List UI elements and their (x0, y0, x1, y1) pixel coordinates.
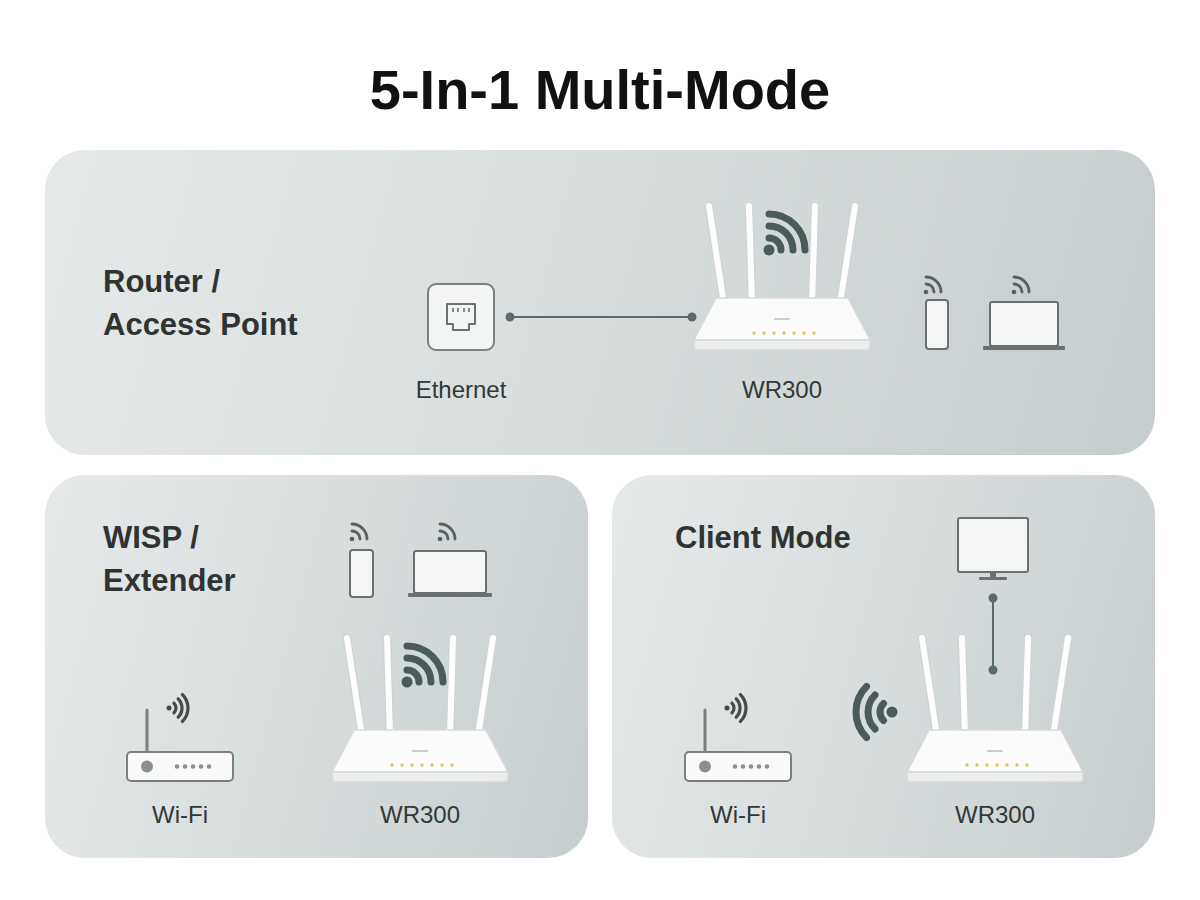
port-pins (453, 308, 469, 312)
wireless-link-signal (856, 687, 898, 738)
wifi-signal-small (1012, 277, 1029, 294)
phone-body (926, 300, 948, 349)
device-label: WR300 (310, 801, 530, 829)
cable-end (989, 594, 998, 603)
wifi-router-illustration (685, 695, 791, 781)
laptop-icon (408, 524, 492, 597)
monitor-neck (990, 572, 996, 578)
mode-panel: Client ModeWi-FiWR300 (612, 475, 1155, 858)
ethernet-port: Ethernet (412, 284, 510, 406)
router-illustration (332, 638, 508, 782)
laptop-screen (990, 302, 1058, 346)
wifi-router: Wi-Fi (683, 700, 793, 830)
wall-plate (428, 284, 494, 350)
mode-panel: Router / Access PointEthernetWR300 (45, 150, 1155, 455)
wifi-router-illustration (127, 695, 233, 781)
laptop-base (983, 346, 1065, 350)
laptop-icon (983, 277, 1065, 350)
diagram-title: 5-In-1 Multi-Mode (0, 56, 1200, 124)
laptop-screen (414, 551, 486, 593)
cable-end (989, 666, 998, 675)
device-label: Wi-Fi (105, 801, 255, 829)
ethernet-icon (428, 284, 494, 350)
monitor-foot (979, 577, 1007, 580)
router-illustration (694, 206, 870, 350)
wifi-router: Wi-Fi (125, 700, 235, 830)
router-device: WR300 (905, 632, 1085, 830)
phone-body (350, 550, 373, 597)
rj45-port (447, 304, 475, 330)
wifi-arcs (856, 687, 884, 738)
cable-line (510, 316, 692, 318)
device-label: WR300 (885, 801, 1105, 829)
wifi-signal (402, 646, 444, 688)
router-illustration (907, 638, 1083, 782)
wifi-signal (764, 214, 806, 256)
device-label: Ethernet (392, 376, 530, 404)
device-label: Wi-Fi (663, 801, 813, 829)
wifi-signal-small (350, 524, 367, 541)
phone-icon (924, 277, 948, 349)
cable-end (688, 313, 697, 322)
router-device: WR300 (330, 632, 510, 830)
ethernet-cable (989, 594, 998, 675)
cable-line (992, 598, 994, 670)
cable-end (506, 313, 515, 322)
phone-icon (350, 524, 373, 597)
wifi-dot (887, 707, 898, 718)
mode-heading: Router / Access Point (103, 260, 333, 346)
mode-heading: WISP / Extender (103, 516, 333, 602)
monitor-screen (958, 518, 1028, 572)
device-label: WR300 (672, 376, 892, 404)
ethernet-cable (506, 313, 697, 322)
mode-heading: Client Mode (675, 516, 905, 559)
laptop-base (408, 593, 492, 597)
router-device: WR300 (692, 200, 872, 406)
mode-panel: WISP / ExtenderWi-FiWR300 (45, 475, 588, 858)
wifi-signal-small (924, 277, 941, 294)
desktop-monitor (958, 518, 1028, 580)
wifi-signal-small (438, 524, 455, 541)
